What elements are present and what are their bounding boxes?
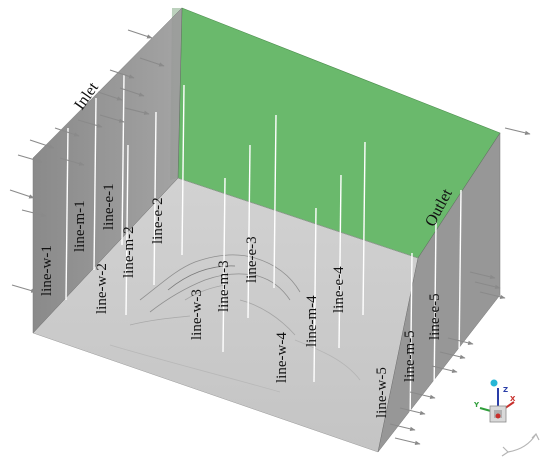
probe-label-w-1: line-w-1 [39,245,55,296]
axis-y-label: Y [473,401,480,409]
probe-label-w-5: line-w-5 [374,367,390,418]
probe-label-m-1: line-m-1 [72,200,88,252]
probe-label-m-4: line-m-4 [304,295,320,347]
outlet-wall [377,132,501,453]
probe-lines [65,74,462,426]
terrain-relief [109,254,361,393]
probe-label-e-1: line-e-1 [101,183,117,230]
inlet-flow-arrows [9,29,165,293]
inlet-wall [32,7,183,334]
probe-label-m-5: line-m-5 [402,330,418,382]
probe-label-w-3: line-w-3 [189,289,205,340]
axis-x-label: X [510,395,516,403]
axis-triad-icon: Z Y X [473,379,516,423]
probe-label-m-3: line-m-3 [216,260,232,312]
box-edge [177,177,419,259]
probe-label-e-4: line-e-4 [331,266,347,313]
probe-label-m-2: line-m-2 [121,226,137,278]
probe-label-e-3: line-e-3 [244,236,260,283]
axis-z-label: Z [503,386,508,394]
rotate-icon[interactable] [501,432,540,457]
outlet-flow-arrows [389,127,531,445]
probe-label-w-4: line-w-4 [274,332,290,383]
probe-label-e-2: line-e-2 [150,197,166,244]
probe-label-w-2: line-w-2 [94,263,110,314]
probe-label-e-5: line-e-5 [427,293,443,340]
